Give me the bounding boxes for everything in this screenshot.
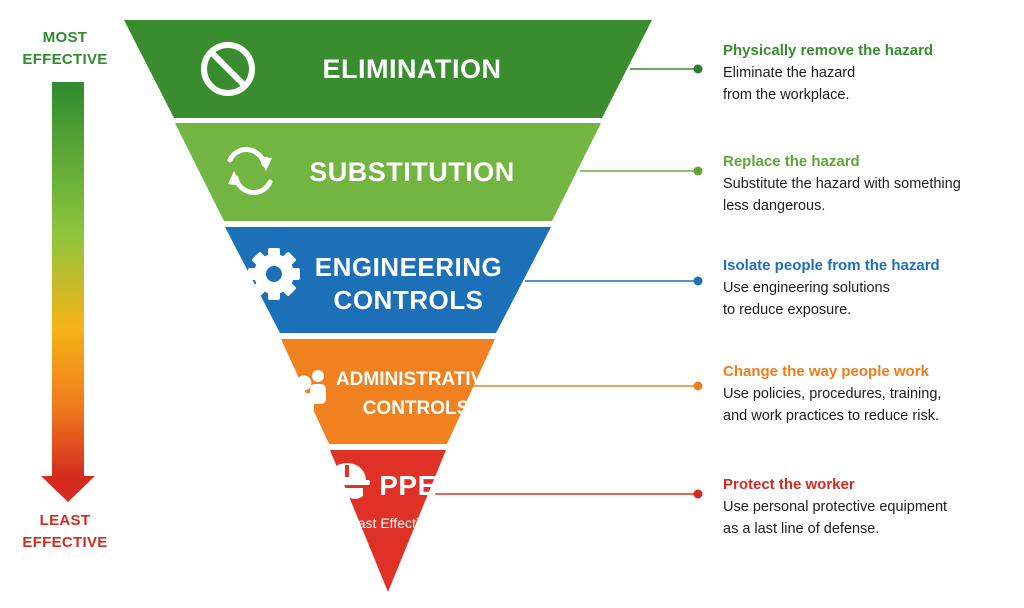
description-ppe-line-2: as a last line of defense. (723, 521, 880, 537)
layer-elimination-title-line: ELIMINATION (322, 54, 502, 84)
description-elimination-line-1: Eliminate the hazard (723, 65, 856, 81)
description-substitution-line-2: less dangerous. (723, 198, 826, 214)
least-effective-line-1: LEAST (39, 512, 91, 529)
prohibited-icon (201, 42, 255, 96)
description-administrative: Change the way people work Use policies,… (723, 361, 1018, 427)
description-engineering-line-2: to reduce exposure. (723, 302, 852, 318)
gear-icon (248, 248, 300, 300)
layer-elimination-band (124, 20, 652, 118)
layer-ppe-subtitle: Least Effective (342, 515, 434, 531)
connector-dot-substitution (693, 166, 703, 176)
layer-engineering-band (225, 227, 551, 333)
description-elimination-line-2: from the workplace. (723, 87, 850, 103)
description-ppe-heading: Protect the worker (723, 476, 855, 493)
description-ppe-line-1: Use personal protective equipment (723, 499, 948, 515)
description-engineering: Isolate people from the hazard Use engin… (723, 255, 1018, 321)
description-engineering-heading: Isolate people from the hazard (723, 257, 940, 274)
layer-substitution-band (175, 123, 601, 221)
description-administrative-line-1: Use policies, procedures, training, (723, 386, 942, 402)
description-substitution-line-1: Substitute the hazard with something (723, 176, 961, 192)
least-effective-line-2: EFFECTIVE (22, 534, 108, 551)
layer-elimination-title: ELIMINATION (292, 53, 532, 85)
layer-administrative-title-line-2: CONTROLS (362, 398, 470, 419)
most-effective-line-1: MOST (42, 29, 88, 46)
description-substitution: Replace the hazard Substitute the hazard… (723, 151, 1018, 217)
description-elimination: Physically remove the hazard Eliminate t… (723, 40, 1018, 106)
layer-substitution-title: SUBSTITUTION (292, 156, 532, 188)
description-ppe: Protect the worker Use personal protecti… (723, 474, 1018, 540)
connector-dot-administrative (693, 381, 703, 391)
layer-ppe-title-line: PPE (379, 470, 437, 501)
connector-dot-elimination (693, 64, 703, 74)
layer-ppe-band (330, 450, 446, 592)
least-effective-label: LEAST EFFECTIVE (10, 510, 120, 554)
description-elimination-heading: Physically remove the hazard (723, 42, 934, 59)
description-engineering-line-1: Use engineering solutions (723, 280, 890, 296)
description-substitution-heading: Replace the hazard (723, 153, 860, 170)
layer-engineering-title: ENGINEERING CONTROLS (306, 251, 511, 317)
layer-engineering-title-line-2: CONTROLS (333, 285, 484, 315)
layer-administrative-title: ADMINISTRATIVE CONTROLS (330, 365, 502, 423)
most-effective-label: MOST EFFECTIVE (10, 27, 120, 71)
layer-ppe-title: PPE (372, 470, 444, 502)
layer-substitution-title-line: SUBSTITUTION (309, 157, 515, 187)
connectors (428, 64, 703, 499)
layer-engineering-title-line-1: ENGINEERING (314, 252, 503, 282)
layer-administrative-band (281, 339, 495, 444)
connector-dot-ppe (693, 489, 703, 499)
refresh-arrows-icon (227, 147, 273, 195)
description-administrative-line-2: and work practices to reduce risk. (723, 408, 939, 424)
people-group-icon (282, 370, 326, 419)
hard-hat-goggles-icon (324, 463, 370, 499)
layer-administrative-title-line-1: ADMINISTRATIVE (335, 369, 497, 390)
connector-dot-engineering (693, 276, 703, 286)
most-effective-line-2: EFFECTIVE (22, 51, 108, 68)
description-administrative-heading: Change the way people work (723, 363, 929, 380)
effectiveness-arrow (41, 82, 95, 502)
